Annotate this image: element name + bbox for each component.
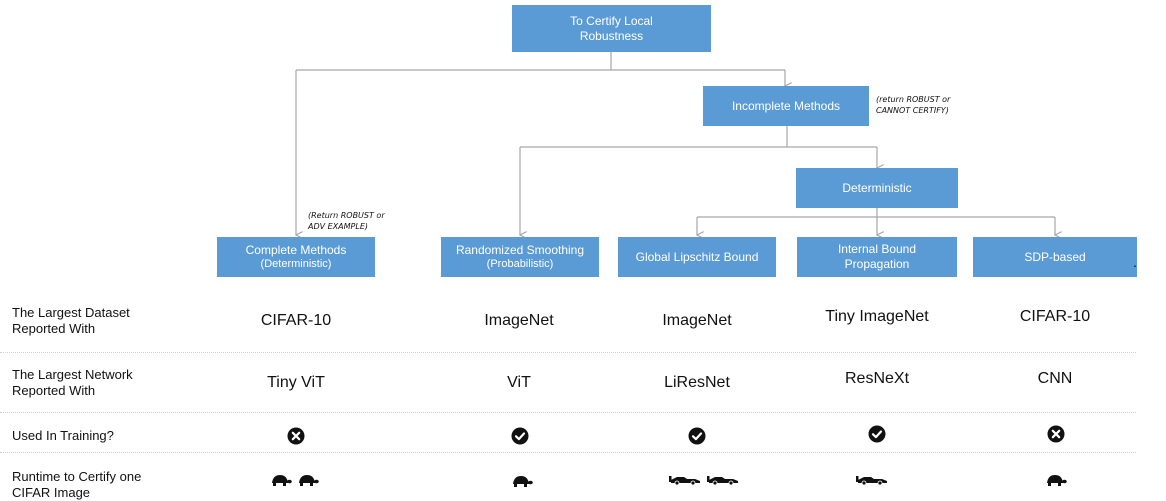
leaf-global-lipschitz: Global Lipschitz Bound (618, 237, 776, 277)
row-divider (0, 452, 1136, 453)
trailing-mark: . (1133, 254, 1137, 270)
row-network-label-line-2: Reported With (12, 383, 96, 398)
leaf-sdp-main: SDP-based (1024, 249, 1086, 264)
incomplete-methods-note: (return ROBUST or CANNOT CERTIFY) (876, 95, 950, 117)
row-dataset-label: The Largest Dataset Reported With (12, 305, 130, 337)
network-cell-complete: Tiny ViT (267, 374, 325, 391)
incomplete-note-line-2: CANNOT CERTIFY) (876, 105, 949, 115)
incomplete-methods-label: Incomplete Methods (731, 98, 841, 113)
row-dataset-label-line-2: Reported With (12, 321, 96, 336)
incomplete-note-line-1: (return ROBUST or (876, 95, 951, 104)
check-circle-icon (868, 425, 886, 443)
leaf-randomized-sub: (Probabilistic) (486, 257, 554, 270)
root-label: To Certify Local Robustness (570, 13, 653, 43)
leaf-randomized-smoothing: Randomized Smoothing (Probabilistic) (441, 237, 599, 277)
turtle-icon (1047, 475, 1067, 486)
check-circle-icon (688, 427, 706, 445)
row-runtime-label-line-1: Runtime to Certify one (12, 469, 142, 484)
leaf-randomized-main: Randomized Smoothing (455, 242, 585, 257)
deterministic-box: Deterministic (796, 168, 958, 208)
root-box: To Certify Local Robustness (512, 5, 711, 52)
row-network-label: The Largest Network Reported With (12, 367, 133, 399)
turtle-icon (513, 476, 533, 487)
race-car-icon (856, 476, 887, 485)
complete-note-line-2: ADV EXAMPLE) (308, 221, 369, 231)
row-runtime-label-line-2: CIFAR Image (12, 485, 91, 500)
row-training-label: Used In Training? (12, 428, 114, 444)
leaf-internal-main: Internal Bound (837, 242, 917, 256)
turtle-icon (272, 475, 292, 486)
dataset-cell-lipschitz: ImageNet (662, 312, 732, 329)
row-network-label-line-1: The Largest Network (12, 367, 133, 382)
deterministic-label: Deterministic (842, 180, 912, 195)
dataset-cell-complete: CIFAR-10 (260, 312, 332, 329)
network-cell-sdp: CNN (1037, 370, 1073, 387)
leaf-sdp-based: SDP-based (973, 237, 1137, 277)
race-car-icon (669, 476, 700, 485)
row-training-label-line-1: Used In Training? (12, 428, 114, 443)
dataset-cell-sdp: CIFAR-10 (1019, 308, 1091, 325)
leaf-lipschitz-main: Global Lipschitz Bound (635, 249, 759, 264)
leaf-internal-bound: Internal Bound Propagation (797, 237, 957, 277)
race-car-icon (707, 476, 738, 485)
complete-methods-note: (Return ROBUST or ADV EXAMPLE) (308, 211, 385, 233)
leaf-complete-methods: Complete Methods (Deterministic) (217, 237, 375, 277)
complete-note-line-1: (Return ROBUST or (308, 211, 385, 220)
dataset-cell-randomized: ImageNet (484, 312, 554, 329)
incomplete-methods-box: Incomplete Methods (703, 86, 869, 126)
row-runtime-label: Runtime to Certify one CIFAR Image (12, 469, 141, 501)
leaf-complete-main: Complete Methods (245, 242, 347, 257)
network-cell-randomized: ViT (507, 374, 531, 391)
row-divider (0, 352, 1136, 353)
row-dataset-label-line-1: The Largest Dataset (12, 305, 130, 320)
check-circle-icon (511, 427, 529, 445)
network-cell-internal: ResNeXt (844, 370, 910, 387)
turtle-icon (299, 475, 319, 486)
x-circle-icon (287, 427, 305, 445)
tree-connectors (0, 52, 1166, 290)
leaf-internal-sub: Propagation (844, 257, 910, 271)
dataset-cell-internal: Tiny ImageNet (825, 308, 929, 325)
network-cell-lipschitz: LiResNet (664, 374, 730, 391)
leaf-complete-sub: (Deterministic) (260, 257, 332, 270)
row-divider (0, 412, 1136, 413)
x-circle-icon (1047, 425, 1065, 443)
